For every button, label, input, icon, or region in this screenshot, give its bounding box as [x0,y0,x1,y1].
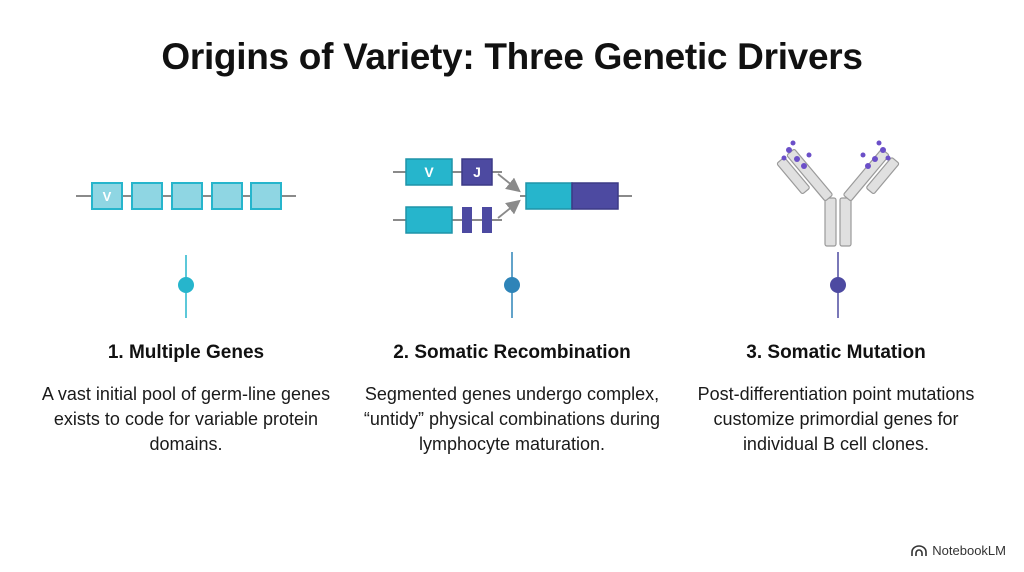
v-label: V [424,164,434,180]
timeline-node-2 [504,277,520,293]
v-segment [405,158,453,186]
arrow-icon [497,199,521,219]
recombined-gene [571,182,619,210]
stage-description: A vast initial pool of germ-line genes e… [41,384,331,454]
j-label: J [473,164,481,180]
antibody-icon [776,140,900,247]
gene-segment [482,207,492,233]
mutation-dots-icon [781,140,891,169]
gene-segment [211,182,243,210]
timeline-node-1 [178,277,194,293]
j-segment [461,158,493,186]
recombination-icon: V J [393,158,632,234]
gene-segments-icon: V [76,182,296,210]
arrow-icon [497,173,521,193]
gene-segment [131,182,163,210]
brand-name: NotebookLM [932,543,1006,558]
gene-segment [250,182,282,210]
recombined-gene [525,182,573,210]
stage-heading: 1. Multiple Genes [107,342,265,363]
v-label: V [103,189,112,204]
gene-segment [462,207,472,233]
stage-description: Segmented genes undergo complex, “untidy… [363,384,661,454]
stage-multiple-genes: 1. Multiple Genes A vast initial pool of… [36,342,336,457]
v-segment [91,182,123,210]
notebooklm-icon [911,544,928,556]
stage-heading: 3. Somatic Mutation [746,342,926,363]
stage-heading: 2. Somatic Recombination [393,342,631,363]
brand-logo: NotebookLM [911,543,1006,558]
page-title: Origins of Variety: Three Genetic Driver… [161,36,863,77]
timeline [178,252,846,318]
gene-segment [171,182,203,210]
stage-description: Post-differentiation point mutations cus… [697,384,975,454]
timeline-node-3 [830,277,846,293]
gene-segment [405,206,453,234]
stage-somatic-mutation: 3. Somatic Mutation Post-differentiation… [686,342,986,457]
stage-somatic-recombination: 2. Somatic Recombination Segmented genes… [362,342,662,457]
